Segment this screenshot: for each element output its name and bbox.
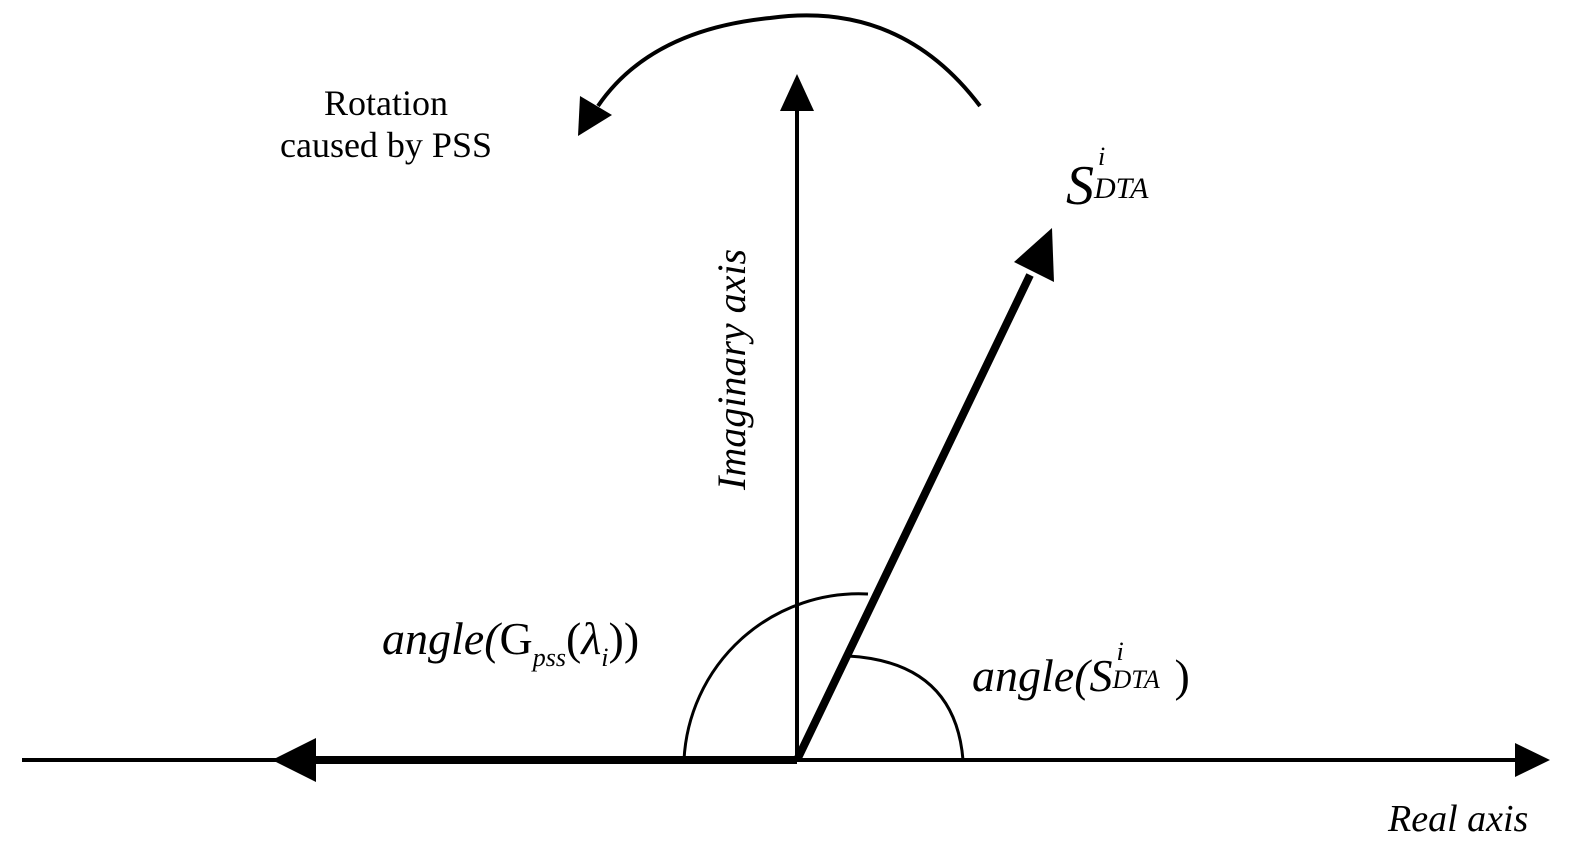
rotation-arc bbox=[596, 13, 982, 108]
real-axis-arrowhead bbox=[1515, 743, 1550, 777]
sdta-angle-arc bbox=[847, 654, 965, 761]
rotation-label-line2: caused by PSS bbox=[279, 125, 492, 165]
sdta-vector-label: S i DTA bbox=[1066, 144, 1174, 217]
g-symbol: G bbox=[499, 613, 533, 664]
g-open-paren: ( bbox=[566, 613, 582, 664]
imaginary-axis-arrowhead bbox=[780, 74, 814, 111]
g-pss-angle-arc bbox=[682, 592, 869, 761]
s-angle-symbol: S bbox=[1089, 650, 1113, 701]
lambda-subscript: i bbox=[601, 643, 609, 672]
g-angle-prefix: angle( bbox=[382, 613, 500, 664]
sdta-vector-arrowhead bbox=[1014, 228, 1054, 282]
imaginary-axis-label: Imaginary axis bbox=[709, 248, 754, 490]
sdta-superscript: i bbox=[1098, 142, 1106, 171]
sdta-symbol: S bbox=[1066, 155, 1094, 217]
rotation-arrowhead bbox=[578, 96, 612, 136]
sdta-angle-label: angle(S i DTA ) bbox=[972, 639, 1190, 701]
sdta-subscript: DTA bbox=[1094, 172, 1149, 205]
real-axis-label: Real axis bbox=[1388, 798, 1529, 840]
lambda-symbol: λ bbox=[581, 613, 602, 664]
sdta-vector bbox=[793, 273, 1034, 762]
s-angle-subscript: DTA bbox=[1112, 665, 1160, 694]
g-pss-subscript: pss bbox=[532, 643, 566, 672]
rotation-label-line1: Rotation bbox=[324, 83, 448, 123]
g-close-parens: )) bbox=[608, 613, 640, 664]
negative-real-arrowhead bbox=[272, 738, 316, 782]
rotation-label: Rotation caused by PSS bbox=[258, 82, 514, 166]
s-angle-prefix: angle( bbox=[972, 650, 1090, 701]
g-pss-angle-label: angle(Gpss(λi)) bbox=[382, 613, 640, 671]
s-angle-superscript: i bbox=[1116, 637, 1124, 666]
s-angle-close-paren: ) bbox=[1174, 650, 1190, 701]
